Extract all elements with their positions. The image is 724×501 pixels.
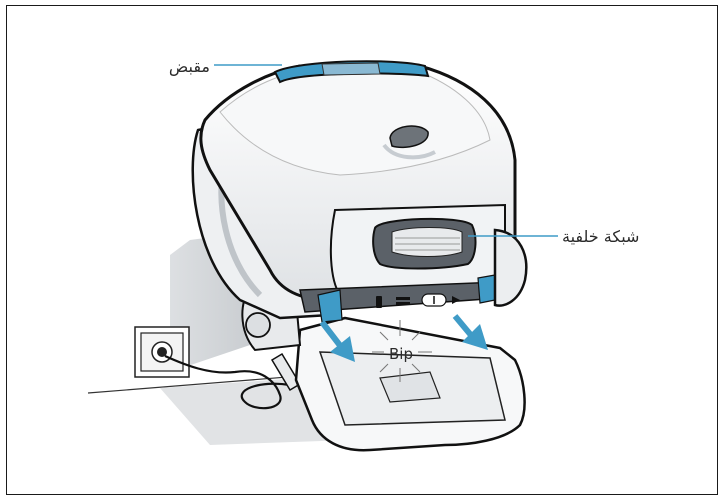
wall-outlet bbox=[135, 327, 189, 377]
rear-grille-label: شبكة خلفية bbox=[562, 227, 639, 246]
power-icon bbox=[422, 294, 446, 306]
rear-grille bbox=[373, 219, 475, 269]
handle-label: مقبض bbox=[169, 57, 210, 77]
beep-label: Bip bbox=[389, 345, 413, 363]
robot-body bbox=[193, 66, 527, 322]
battery-icon bbox=[376, 296, 382, 308]
